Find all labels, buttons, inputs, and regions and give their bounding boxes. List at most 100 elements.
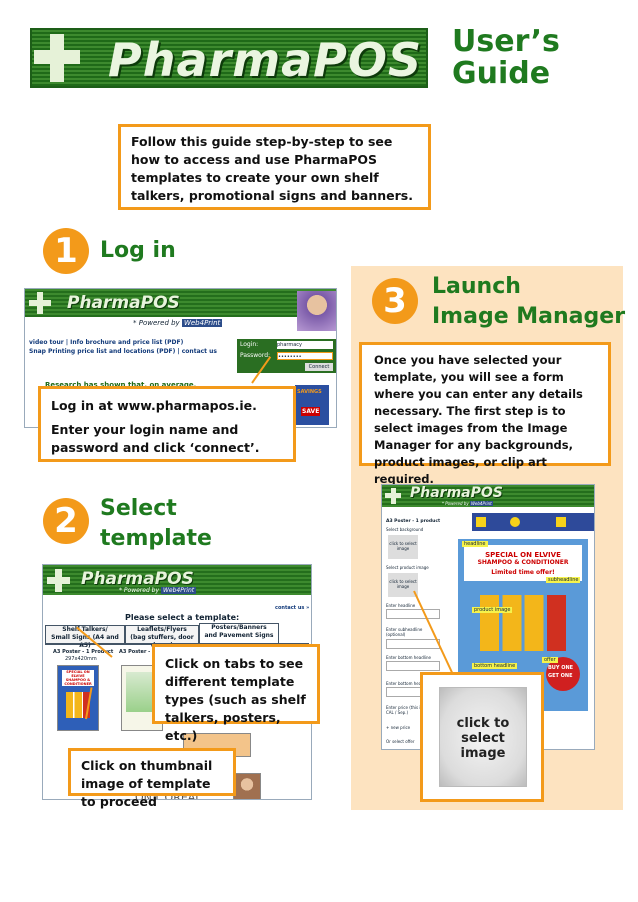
links-line-1[interactable]: video tour | Info brochure and price lis… [29, 339, 184, 346]
powered-by-text: * Powered by [119, 587, 160, 594]
offer-text-2: GET ONE [548, 673, 573, 679]
save-ad-text: SAVE [301, 407, 321, 416]
image-manager-logo: PharmaPOS [410, 485, 503, 501]
form-title: A3 Poster - 1 product [386, 519, 441, 524]
template-shot-logo: PharmaPOS [81, 569, 194, 589]
poster-preview: SPECIAL ON ELVIVE SHAMPOO & CONDITIONER … [458, 539, 588, 711]
select-product-label: Select product image [386, 565, 429, 570]
connect-button[interactable]: Connect [305, 363, 333, 371]
label-subheadline: subheadline [546, 577, 581, 583]
step-2-thumb-text: Click on thumbnail image of template to … [81, 758, 213, 809]
step-1-title: Log in [100, 238, 176, 263]
tab-shelf-talkers-line2: Small Signs (A4 and A5) [51, 634, 119, 649]
step-2-title-line2: template [100, 526, 212, 551]
template-1-size: 297x420mm [65, 656, 97, 662]
image-manager-screenshot: PharmaPOS * Powered by Web4Print A3 Post… [381, 484, 595, 750]
headline-input[interactable] [386, 609, 440, 619]
price-label: Enter price (this is CAL / Sep.) [386, 705, 423, 715]
subheadline-input[interactable] [386, 639, 440, 649]
template-1-poster-text: SPECIAL ON ELVIVE SHAMPOO & CONDITIONER [62, 670, 94, 686]
contact-link[interactable]: contact us » [275, 605, 310, 611]
intro-text: Follow this guide step-by-step to see ho… [131, 134, 413, 203]
step-1-callout: Log in at www.pharmapos.ie. Enter your l… [38, 386, 296, 462]
tab-posters[interactable]: Posters/Banners and Pavement Signs [199, 623, 279, 644]
savings-ad-text: SAVINGS [297, 389, 322, 395]
title-line-1: User’s [452, 24, 560, 59]
step-2-title-line1: Select [100, 496, 177, 521]
bottom-headline-label-1: Enter bottom headline [386, 655, 431, 660]
step-1-callout-line2: Enter your login name and password and c… [51, 422, 260, 455]
title-line-2: Guide [452, 56, 551, 91]
powered-by-brand: Web4Print [160, 587, 197, 594]
step-1-callout-line1: Log in at www.pharmapos.ie. [51, 398, 257, 413]
login-panel: Login: pharmacy Password: •••••••• Conne… [237, 339, 336, 373]
tab-shelf-talkers-line1: Shelf Talkers/ [62, 626, 108, 633]
powered-by-text: * Powered by [442, 501, 469, 506]
template-2-title: A3 Poster - 4 [119, 649, 156, 655]
back-button[interactable] [476, 517, 486, 527]
click-to-select-zoom[interactable]: click to select image [420, 672, 544, 802]
close-button[interactable] [556, 517, 566, 527]
label-bottom-headline: bottom headline [472, 663, 518, 669]
login-input[interactable]: pharmacy [277, 341, 333, 349]
pharmapos-logo-banner: PharmaPOS [30, 28, 428, 88]
mini-cross-icon-bar [29, 300, 51, 306]
step-1-number-icon: 1 [43, 228, 89, 274]
poster-headline-1: SPECIAL ON ELVIVE [485, 551, 561, 559]
logo-text: PharmaPOS [108, 33, 423, 87]
label-offer: offer [542, 657, 558, 663]
powered-by: * Powered by Web4Print [133, 319, 223, 327]
powered-by: * Powered by Web4Print [119, 587, 197, 594]
tab-leaflets-line1: Leaflets/Flyers [137, 626, 187, 633]
mini-cross-icon-bar [385, 493, 401, 498]
research-text: Research has shown that, on average, [45, 381, 197, 389]
powered-by-text: * Powered by [133, 319, 180, 327]
step-2-title: Select template [100, 494, 212, 554]
image-manager-header [382, 485, 594, 507]
zoom-image-button[interactable]: click to select image [439, 687, 527, 787]
template-1-title: A3 Poster - 1 Product [53, 649, 114, 655]
select-background-image[interactable]: click to select image [388, 535, 418, 559]
poster-headline-area: SPECIAL ON ELVIVE SHAMPOO & CONDITIONER … [464, 545, 582, 581]
step-3-title-line2: Image Manager [432, 304, 626, 329]
page-title: User’s Guide [452, 26, 560, 90]
mini-cross-icon-bar [47, 577, 70, 584]
tab-posters-line1: Posters/Banners [211, 624, 267, 631]
poster-subheadline: Limited time offer! [491, 569, 555, 576]
login-shot-logo: PharmaPOS [67, 293, 180, 313]
label-product-image: product image [472, 607, 513, 613]
offer-text-1: BUY ONE [548, 665, 574, 671]
step-2-number-icon: 2 [43, 498, 89, 544]
step-3-title-line1: Launch [432, 274, 521, 299]
links-line-2[interactable]: Snap Printing price list and locations (… [29, 348, 217, 355]
headline-label: Enter headline [386, 603, 416, 608]
bottom-headline-input-1[interactable] [386, 661, 440, 671]
refresh-button[interactable] [510, 517, 520, 527]
intro-box: Follow this guide step-by-step to see ho… [118, 124, 431, 210]
password-label: Password: [240, 352, 271, 359]
new-price-label: + new price [386, 725, 411, 730]
login-screenshot-header [25, 289, 336, 317]
product-image [480, 595, 566, 651]
step-2-tabs-callout: Click on tabs to see different template … [152, 644, 320, 743]
bottom-headline-label-2: Enter bottom headline [386, 681, 431, 686]
step-3-title: Launch Image Manager [432, 272, 625, 332]
tab-content-border [45, 643, 309, 644]
login-label: Login: [240, 341, 259, 348]
pharmacist-photo [297, 291, 336, 331]
powered-by: * Powered by Web4Print [442, 501, 493, 506]
tab-leaflets[interactable]: Leaflets/Flyers (bag stuffers, door drop… [125, 625, 199, 649]
template-4-thumbnail[interactable] [233, 773, 261, 799]
select-product-image[interactable]: click to select image [388, 573, 418, 597]
password-input[interactable]: •••••••• [277, 352, 333, 360]
logo-cross-icon-bar [34, 50, 80, 64]
step-3-number-icon: 3 [372, 278, 418, 324]
zoom-label: click to select image [456, 716, 510, 761]
powered-by-brand: Web4Print [181, 319, 223, 327]
savings-ad: SAVINGS SAVE [295, 385, 329, 425]
powered-by-brand: Web4Print [469, 501, 493, 506]
step-2-thumb-callout: Click on thumbnail image of template to … [68, 748, 236, 809]
template-1-thumbnail[interactable]: SPECIAL ON ELVIVE SHAMPOO & CONDITIONER [57, 665, 99, 731]
select-offer-label: Or select offer [386, 739, 415, 744]
step-3-description-text: Once you have selected your template, yo… [374, 353, 583, 486]
